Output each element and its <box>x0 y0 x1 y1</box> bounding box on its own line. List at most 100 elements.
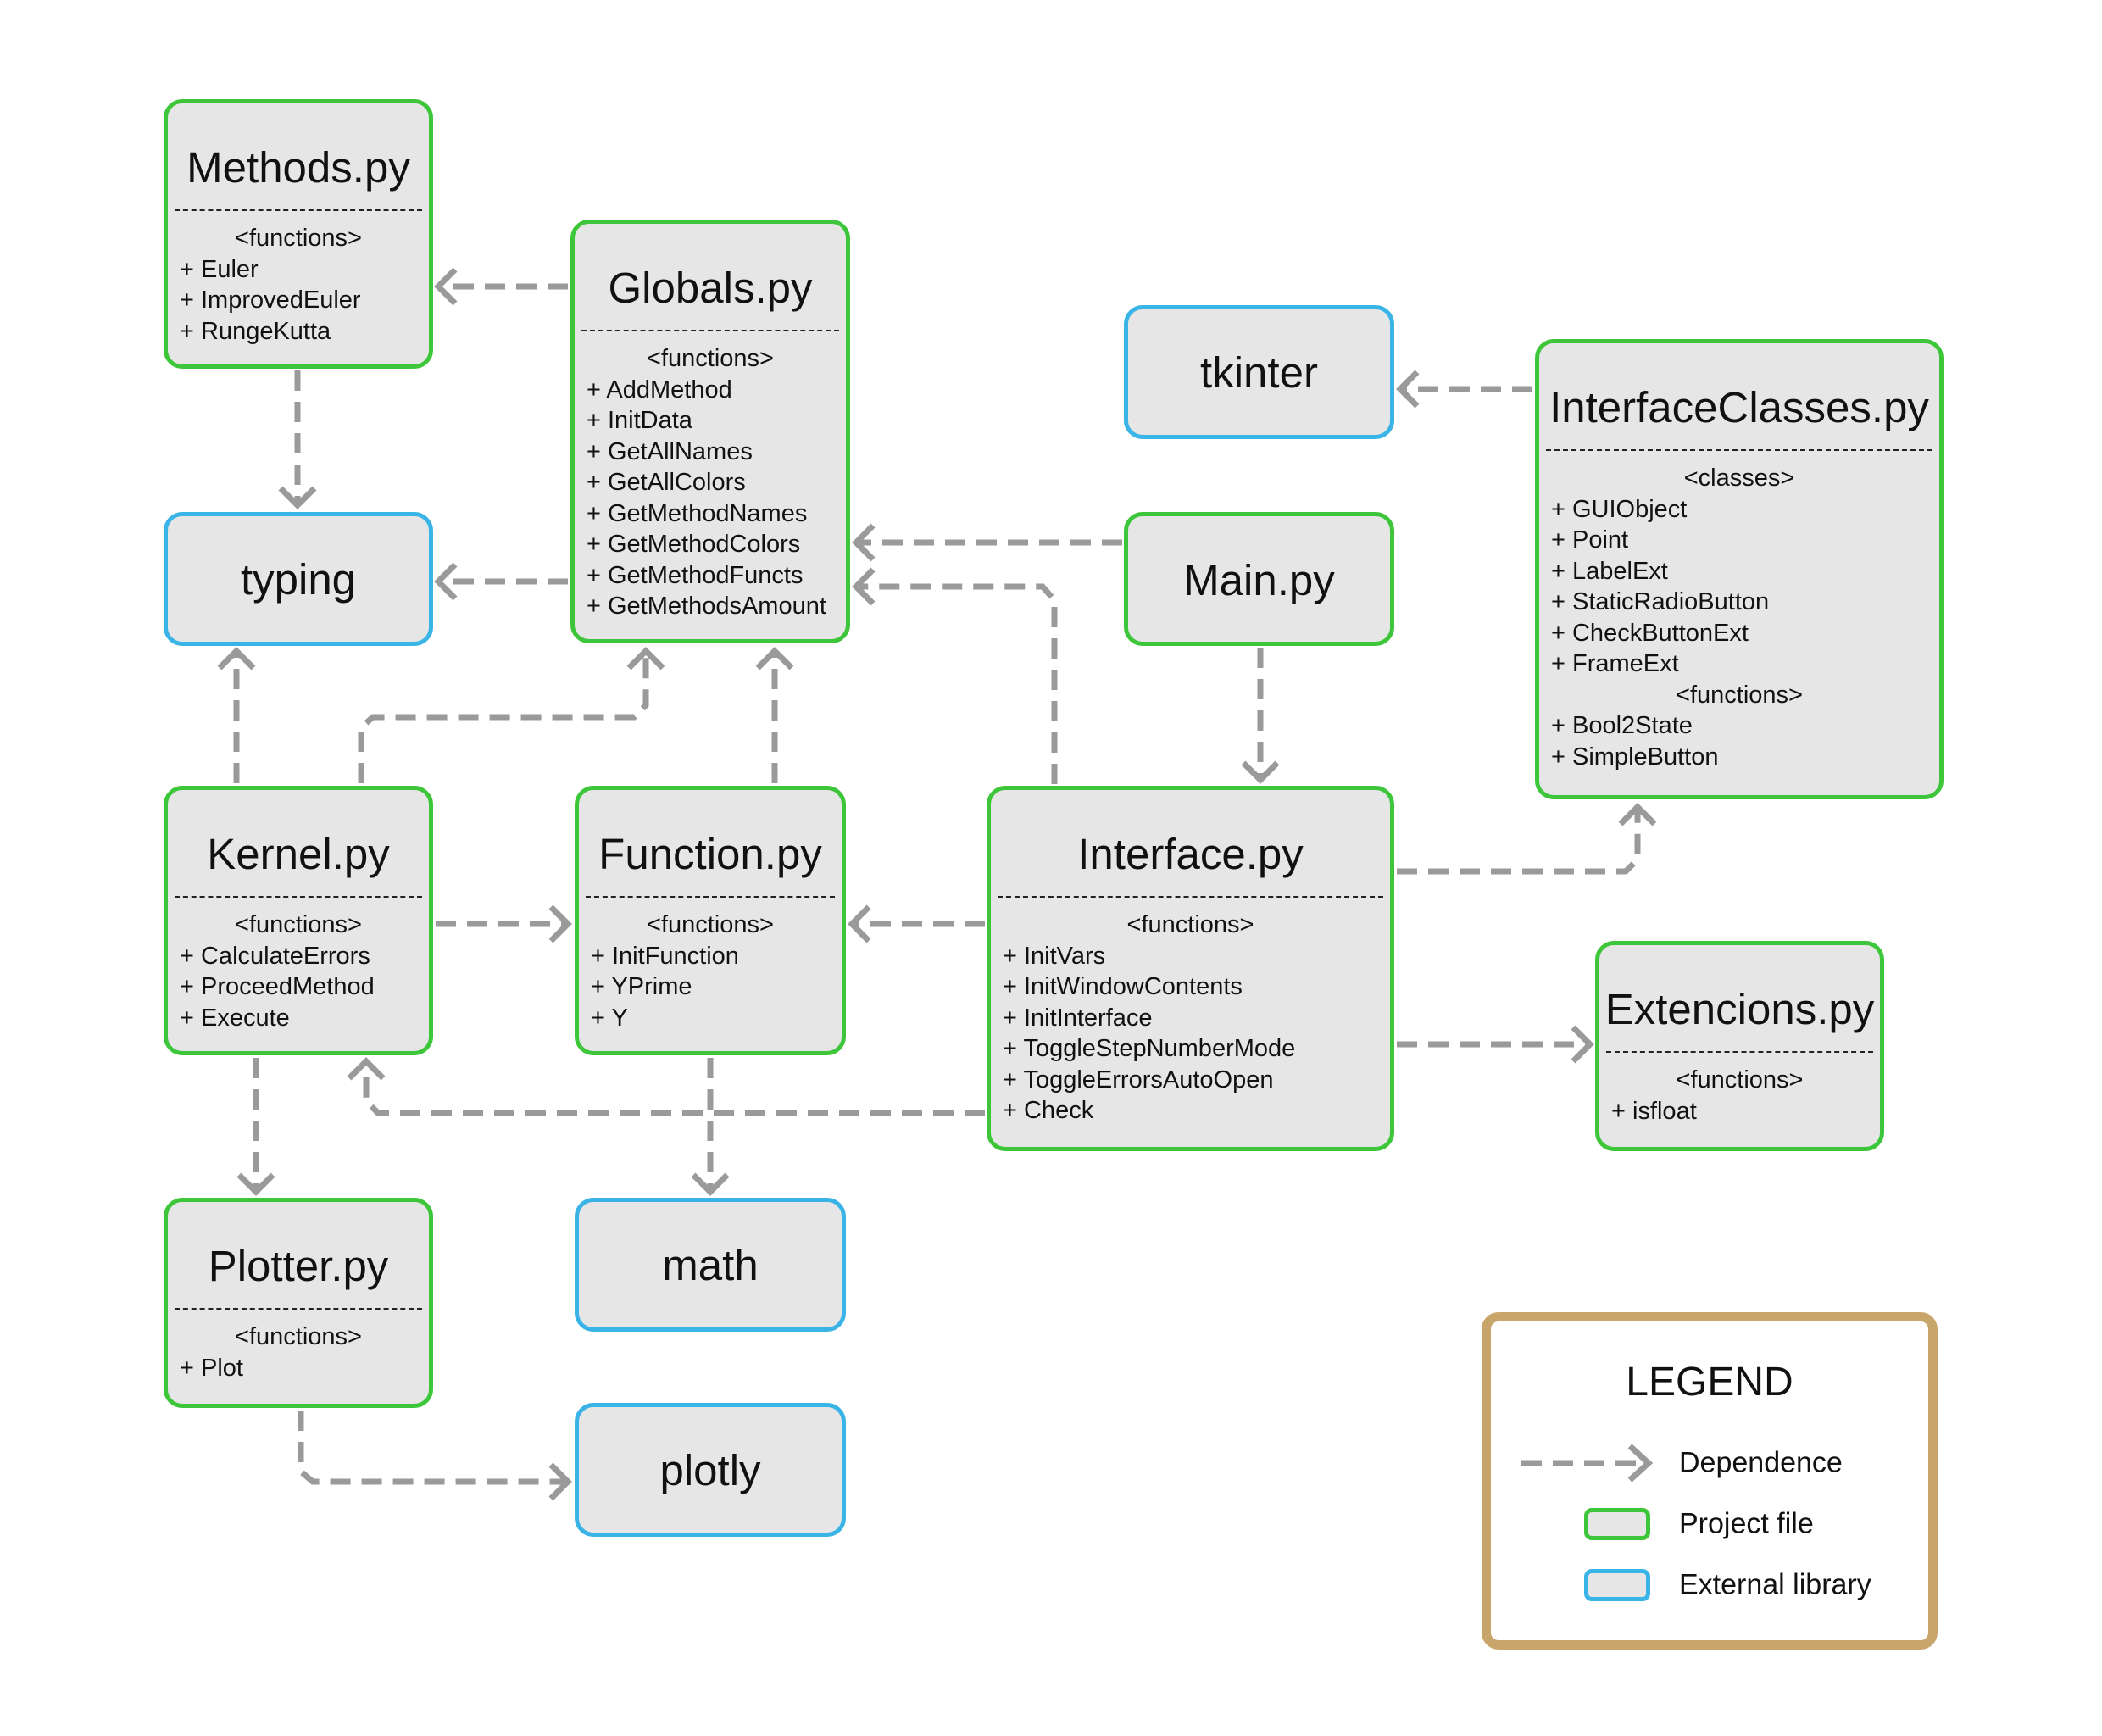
main-module-box: Main.py <box>1124 512 1394 646</box>
member-item: + InitFunction <box>591 942 739 970</box>
legend: LEGEND Dependence Project file External … <box>1482 1312 1938 1650</box>
extencions-member-list: <functions> + isfloat <box>1599 1065 1880 1127</box>
interfaceclasses-module-box: InterfaceClasses.py<classes>+ GUIObject+… <box>1535 339 1944 799</box>
member-item: + GetAllColors <box>587 469 746 496</box>
globals-member-list: <functions>+ AddMethod+ InitData+ GetAll… <box>575 343 846 622</box>
methods-member-list: <functions> + Euler + ImprovedEuler + Runge… <box>168 223 429 347</box>
member-item: + GetAllNames <box>587 437 753 465</box>
arrowhead-icon <box>852 523 876 562</box>
plotter-separator <box>175 1308 422 1310</box>
extencions-module-title: Extencions.py <box>1604 985 1875 1033</box>
member-item: + Execute <box>180 1004 290 1032</box>
member-item: + GetMethodColors <box>587 531 801 558</box>
edge-main-to-globals <box>852 523 1122 562</box>
member-item: + InitVars <box>1003 942 1106 970</box>
edge-kernel-to-function <box>436 904 572 943</box>
arrowhead-icon <box>1396 370 1420 409</box>
member-item: + GetMethodFuncts <box>587 561 804 589</box>
globals-separator <box>581 330 839 331</box>
edge-interfaceclasses-to-tkinter <box>1396 370 1532 409</box>
member-item: + GetMethodsAmount <box>587 593 826 620</box>
member-item: + Plot <box>180 1354 243 1382</box>
plotter-module-box: Plotter.py<functions>+ Plot <box>164 1198 433 1408</box>
edge-globals-to-typing <box>434 562 568 601</box>
methods-module-title: Methods.py <box>186 143 410 192</box>
arrowhead-icon <box>347 1057 386 1081</box>
member-item: + SimpleButton <box>1551 743 1719 771</box>
main-module-title: Main.py <box>1183 556 1335 604</box>
arrowhead-icon <box>848 904 871 943</box>
edge-interface-to-extencions <box>1397 1025 1594 1064</box>
member-item: + InitData <box>587 407 692 434</box>
arrowhead-icon <box>1571 1025 1594 1064</box>
edge-interface-to-function <box>848 904 985 943</box>
edge-interface-to-kernel <box>347 1057 985 1116</box>
legend-label-dependence: Dependence <box>1679 1446 1843 1479</box>
member-item: + Euler <box>180 255 259 283</box>
member-item: + InitWindowContents <box>1003 973 1243 1000</box>
kernel-member-list: <functions> + CalculateErrors + ProceedMet… <box>168 910 429 1033</box>
member-item: + StaticRadioButton <box>1551 588 1770 615</box>
plotly-module-box: plotly <box>575 1403 846 1537</box>
member-item: + Check <box>1003 1097 1094 1124</box>
member-group-header: <functions> <box>235 1323 362 1350</box>
kernel-separator <box>175 896 422 898</box>
member-item: + ToggleStepNumberMode <box>1003 1035 1296 1062</box>
legend-title: LEGEND <box>1626 1360 1793 1405</box>
typing-module-title: typing <box>240 554 357 604</box>
member-group-header: <functions> <box>1126 911 1254 938</box>
globals-module-title: Globals.py <box>608 264 813 312</box>
plotly-module-title: plotly <box>659 1445 761 1494</box>
edge-methods-to-typing <box>278 370 317 509</box>
function-module-box: Function.py<functions>+ InitFunction+ YP… <box>575 786 846 1055</box>
legend-external-library-swatch <box>1584 1569 1650 1601</box>
kernel-module-title: Kernel.py <box>207 830 390 878</box>
legend-row-dependence: Dependence <box>1491 1442 1928 1484</box>
member-item: + Bool2State <box>1551 712 1693 739</box>
member-item: + FrameExt <box>1551 650 1679 677</box>
member-item: + ProceedMethod <box>180 973 375 1000</box>
arrowhead-icon <box>755 647 794 670</box>
arrowhead-icon <box>548 1462 572 1501</box>
arrowhead-icon <box>217 647 256 670</box>
edge-kernel-to-typing <box>217 647 256 783</box>
methods-module-box: Methods.py <functions> + Euler + ImprovedEu… <box>164 99 433 369</box>
member-item: + isfloat <box>1611 1097 1697 1125</box>
arrowhead-icon <box>1618 803 1657 826</box>
edge-function-to-math <box>691 1058 730 1196</box>
interface-separator <box>998 896 1383 898</box>
arrowhead-icon <box>691 1172 730 1196</box>
member-item: + YPrime <box>591 973 692 1000</box>
edge-function-to-globals <box>755 647 794 783</box>
edge-interface-to-globals <box>852 567 1058 784</box>
member-item: + GUIObject <box>1551 495 1688 523</box>
legend-row-project-file: Project file <box>1491 1503 1928 1545</box>
interfaceclasses-member-list: <classes>+ GUIObject+ Point+ LabelExt+ S… <box>1539 463 1939 772</box>
edge-kernel-to-plotter <box>236 1058 275 1196</box>
arrowhead-icon <box>1241 760 1280 784</box>
member-group-header: <functions> <box>235 911 362 938</box>
member-item: + LabelExt <box>1551 557 1668 585</box>
member-item: + CalculateErrors <box>180 942 370 970</box>
arrowhead-icon <box>852 567 876 606</box>
legend-project-file-swatch <box>1584 1508 1650 1540</box>
member-item: + ToggleErrorsAutoOpen <box>1003 1066 1274 1093</box>
edge-main-to-interface <box>1241 648 1280 784</box>
member-group-header: <functions> <box>235 225 362 252</box>
member-item: + CheckButtonExt <box>1551 619 1749 647</box>
interface-module-box: Interface.py<functions>+ InitVars+ InitW… <box>987 786 1394 1151</box>
arrowhead-icon <box>434 267 458 306</box>
tkinter-module-title: tkinter <box>1200 348 1318 397</box>
member-group-header: <functions> <box>1676 1066 1804 1093</box>
edge-interface-to-interfaceclasses <box>1397 803 1657 875</box>
tkinter-module-box: tkinter <box>1124 305 1394 439</box>
member-item: + RungeKutta <box>180 317 331 345</box>
function-module-title: Function.py <box>598 830 822 878</box>
member-group-header: <classes> <box>1683 465 1795 492</box>
legend-row-external-library: External library <box>1491 1564 1928 1606</box>
function-separator <box>586 896 835 898</box>
legend-label-external-library: External library <box>1679 1568 1871 1601</box>
member-item: + ImprovedEuler <box>180 287 361 314</box>
arrowhead-icon <box>278 486 317 509</box>
